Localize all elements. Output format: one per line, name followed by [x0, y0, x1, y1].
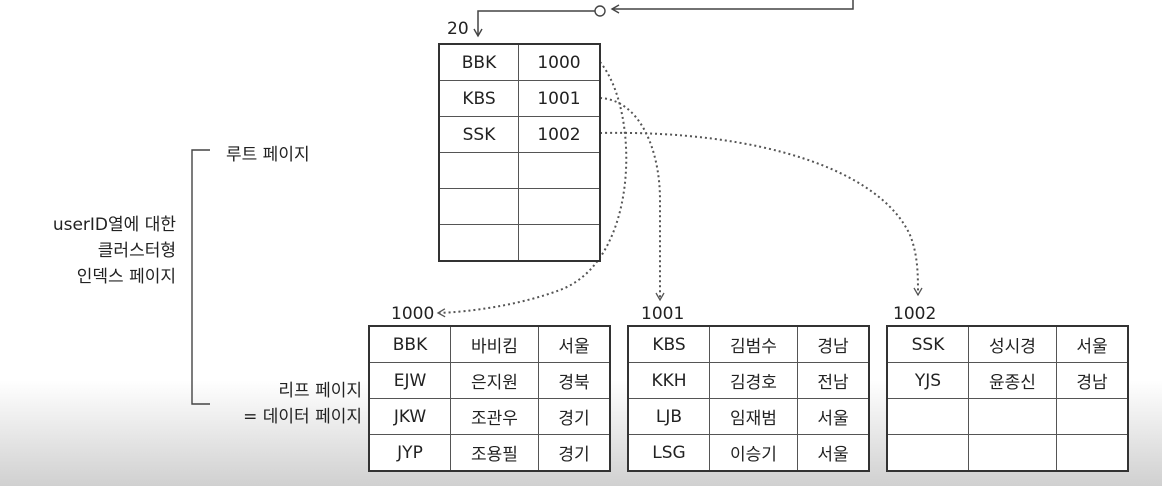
root-page-pointer-cell	[518, 152, 601, 189]
leaf-userid-cell: SSK	[886, 325, 969, 363]
leaf-userid-cell: JKW	[368, 398, 451, 435]
leaf-userid-cell: LJB	[627, 398, 710, 435]
index-bracket	[191, 149, 210, 405]
leaf-name-cell: 조관우	[450, 398, 539, 435]
leaf-page-label-line1: 리프 페이지	[278, 381, 362, 401]
leaf-name-cell	[968, 398, 1057, 435]
leaf-address-cell: 전남	[797, 362, 870, 399]
root-page-label: 루트 페이지	[226, 145, 310, 165]
leaf-userid-cell: KKH	[627, 362, 710, 399]
root-pointer-node	[594, 5, 606, 17]
leaf-name-cell: 김경호	[709, 362, 798, 399]
leaf-address-cell	[1056, 434, 1129, 472]
clustered-index-label-line2: 클러스터형	[97, 241, 176, 261]
leaf-row	[886, 398, 1129, 435]
leaf-row	[886, 434, 1129, 472]
root-page-pointer-cell: 1001	[518, 80, 601, 117]
leaf-name-cell: 성시경	[968, 325, 1057, 363]
root-row	[438, 152, 601, 189]
root-pointer-line	[610, 0, 854, 14]
leaf-address-cell: 경기	[538, 398, 611, 435]
leaf-address-cell: 서울	[797, 398, 870, 435]
root-page-pointer-cell	[518, 224, 601, 262]
leaf-name-cell	[968, 434, 1057, 472]
leaf-userid-cell	[886, 434, 969, 472]
leaf-page-label-line2: = 데이터 페이지	[243, 407, 362, 427]
root-page-pointer-cell: 1000	[518, 43, 601, 81]
clustered-index-label: userID열에 대한 클러스터형 인덱스 페이지	[10, 212, 176, 290]
leaf-name-cell: 은지원	[450, 362, 539, 399]
leaf-userid-cell: JYP	[368, 434, 451, 472]
leaf-address-cell: 경북	[538, 362, 611, 399]
leaf-name-cell: 조용필	[450, 434, 539, 472]
leaf-address-cell: 경남	[797, 325, 870, 363]
leaf-name-cell: 윤종신	[968, 362, 1057, 399]
root-row	[438, 224, 601, 262]
leaf-address-cell: 서울	[797, 434, 870, 472]
root-key-cell	[438, 188, 519, 225]
root-page-number: 20	[447, 19, 469, 39]
leaf-userid-cell: KBS	[627, 325, 710, 363]
leaf-name-cell: 임재범	[709, 398, 798, 435]
pointer-1002	[599, 131, 923, 297]
leaf-address-cell: 경기	[538, 434, 611, 472]
leaf-page-label: 리프 페이지 = 데이터 페이지	[224, 378, 362, 430]
root-page-pointer-cell	[518, 188, 601, 225]
leaf-page-number-1002: 1002	[893, 304, 937, 324]
clustered-index-label-line3: 인덱스 페이지	[76, 267, 176, 287]
leaf-address-cell	[1056, 398, 1129, 435]
leaf-name-cell: 이승기	[709, 434, 798, 472]
leaf-userid-cell: LSG	[627, 434, 710, 472]
leaf-address-cell: 경남	[1056, 362, 1129, 399]
root-key-cell: SSK	[438, 116, 519, 153]
root-key-cell: KBS	[438, 80, 519, 117]
clustered-index-label-line1: userID열에 대한	[52, 215, 176, 235]
leaf-page-number-1000: 1000	[391, 304, 435, 324]
leaf-name-cell: 김범수	[709, 325, 798, 363]
leaf-userid-cell: EJW	[368, 362, 451, 399]
root-page-pointer-cell: 1002	[518, 116, 601, 153]
root-key-cell	[438, 152, 519, 189]
leaf-address-cell: 서울	[538, 325, 611, 363]
leaf-userid-cell: BBK	[368, 325, 451, 363]
root-key-cell	[438, 224, 519, 262]
pointer-1001	[599, 97, 665, 302]
leaf-userid-cell: YJS	[886, 362, 969, 399]
leaf-userid-cell	[886, 398, 969, 435]
leaf-page-number-1001: 1001	[641, 304, 685, 324]
leaf-name-cell: 바비킴	[450, 325, 539, 363]
leaf-address-cell: 서울	[1056, 325, 1129, 363]
pointer-1000	[436, 61, 628, 318]
root-key-cell: BBK	[438, 43, 519, 81]
root-entry-arrow	[473, 10, 595, 38]
root-row	[438, 188, 601, 225]
